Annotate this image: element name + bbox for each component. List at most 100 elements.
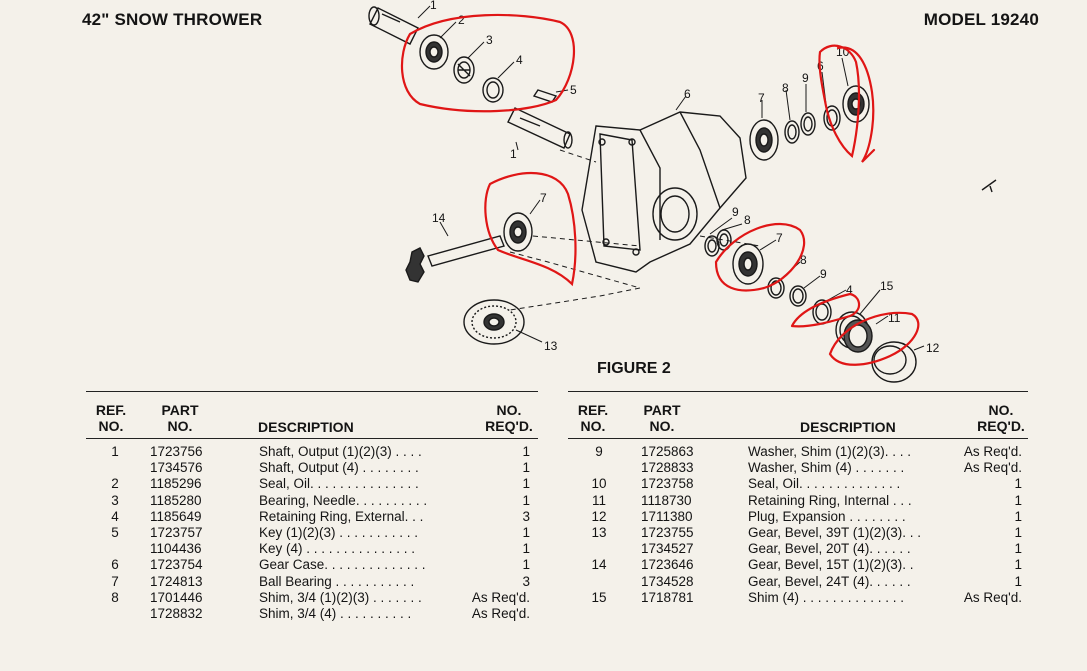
figure-caption: FIGURE 2 [597, 360, 671, 377]
oil-seal-top [842, 85, 870, 123]
callout-7-left: 7 [540, 191, 547, 205]
part-number-cell: 1185649 [150, 508, 202, 524]
description-cell: Seal, Oil. . . . . . . . . . . . . . . [259, 476, 419, 492]
shim-lower-2 [767, 277, 785, 299]
ball-bearing-top [749, 119, 779, 161]
callout-8-top: 8 [782, 81, 789, 95]
description-cell: Gear, Bevel, 15T (1)(2)(3). . [748, 557, 914, 573]
part-number-cell: 1718781 [641, 589, 694, 605]
part-number-cell: 1723756 [150, 444, 203, 459]
description-cell: Seal, Oil. . . . . . . . . . . . . . [748, 476, 901, 492]
ball-bearing-lower [732, 243, 764, 285]
callout-7-top: 7 [758, 91, 765, 105]
seal-part [419, 34, 449, 70]
callout-9-top: 9 [802, 71, 809, 85]
description-cell: Gear, Bevel, 20T (4). . . . . . [748, 541, 911, 557]
callout-4-lower: 4 [846, 283, 853, 297]
ref-cell: 11 [591, 492, 606, 508]
quantity-cell: As Req'd. [963, 589, 1022, 605]
header-description: DESCRIPTION [800, 419, 896, 435]
ref-cell: 12 [591, 508, 607, 524]
ref-cell: 7 [111, 573, 119, 589]
expansion-plug [871, 341, 917, 383]
quantity-cell: As Req'd. [471, 589, 530, 605]
retaining-ring-part [482, 77, 504, 103]
page-title: 42" SNOW THROWER [82, 10, 263, 29]
ref-cell: 5 [111, 524, 119, 540]
callout-1-shaft: 1 [510, 147, 517, 161]
description-cell: Gear, Bevel, 39T (1)(2)(3). . . [748, 524, 922, 540]
red-markup-annotations [400, 13, 920, 366]
quantity-cell: 1 [522, 492, 530, 508]
ref-cell: 1 [111, 444, 119, 459]
description-cell: Shaft, Output (4) . . . . . . . . [259, 460, 419, 476]
model-number: MODEL 19240 [923, 10, 1039, 29]
quantity-cell: 1 [522, 524, 530, 540]
description-cell: Retaining Ring, External. . . [259, 508, 424, 524]
description-cell: Ball Bearing . . . . . . . . . . . [259, 573, 415, 589]
gear-case-part [581, 111, 747, 273]
header-ref: REF.NO. [577, 402, 609, 434]
callout-1-top: 1 [430, 0, 437, 12]
description-cell: Bearing, Needle. . . . . . . . . . [259, 492, 428, 508]
callout-9-lower-2: 9 [820, 267, 827, 281]
part-number-cell: 1723758 [641, 476, 694, 492]
shim-top [784, 120, 800, 144]
quantity-cell: 1 [1014, 508, 1022, 524]
description-cell: Shim, 3/4 (4) . . . . . . . . . . [259, 605, 412, 621]
needle-bearing-part [453, 56, 475, 84]
quantity-cell: 1 [1014, 557, 1022, 573]
part-number-cell: 1104436 [150, 541, 202, 557]
part-number-cell: 1724813 [150, 573, 203, 589]
washer-top [800, 112, 816, 136]
part-number-cell: 1701446 [150, 589, 203, 605]
part-number-cell: 1185280 [150, 492, 202, 508]
callout-15: 15 [880, 279, 894, 293]
table-row: 1734576 Shaft, Output (4) . . . . . . . .… [86, 460, 538, 476]
ref-cell: 10 [591, 476, 607, 492]
callout-14: 14 [432, 211, 446, 225]
part-number-cell: 1723646 [641, 557, 694, 573]
ref-cell: 14 [591, 557, 607, 573]
ref-cell: 4 [111, 508, 119, 524]
quantity-cell: 1 [1014, 492, 1022, 508]
callout-13: 13 [544, 339, 558, 353]
quantity-cell: 1 [522, 541, 530, 557]
quantity-cell: As Req'd. [471, 605, 530, 621]
quantity-cell: 1 [1014, 541, 1022, 557]
callout-8-lower: 8 [744, 213, 751, 227]
ref-cell: 8 [111, 589, 119, 605]
ball-bearing-left [503, 212, 533, 252]
output-shaft-end-top [368, 6, 419, 45]
part-number-cell: 1728833 [641, 460, 694, 476]
part-number-cell: 1711380 [641, 508, 693, 524]
part-number-cell: 1734576 [150, 460, 203, 476]
quantity-cell: 1 [522, 444, 530, 459]
ref-cell: 9 [595, 444, 603, 459]
part-number-cell: 1118730 [641, 492, 692, 508]
description-cell: Washer, Shim (4) . . . . . . . [748, 460, 905, 476]
description-cell: Key (1)(2)(3) . . . . . . . . . . . [259, 524, 419, 540]
ref-cell: 15 [591, 589, 607, 605]
quantity-cell: 3 [522, 573, 530, 589]
ref-cell: 6 [111, 557, 119, 573]
bevel-gear-13 [463, 299, 525, 345]
ref-cell: 13 [591, 524, 607, 540]
callout-9-lower: 9 [732, 205, 739, 219]
